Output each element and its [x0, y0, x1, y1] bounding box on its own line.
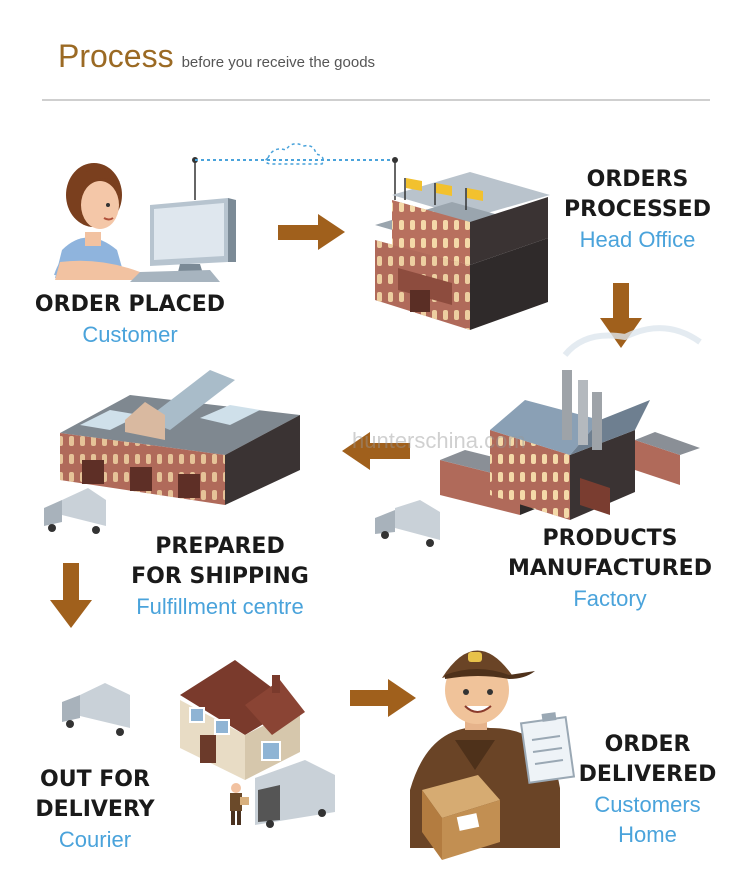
page-title: Process before you receive the goods — [58, 38, 375, 75]
step-label-line2: DELIVERY — [35, 797, 155, 822]
step-label-line2: MANUFACTURED — [508, 556, 712, 581]
step-label-line1: ORDERS — [586, 167, 689, 192]
step-sublabel-line1: Customers — [594, 792, 701, 817]
network-connection — [192, 143, 398, 200]
factory-icon — [440, 325, 702, 520]
step-products-manufactured: PRODUCTS MANUFACTURED Factory — [500, 524, 720, 614]
step-label-line1: PRODUCTS — [542, 526, 678, 551]
step-order-placed: ORDER PLACED Customer — [10, 290, 250, 350]
arrow-right-2 — [350, 679, 416, 717]
step-label: ORDER PLACED — [34, 292, 226, 317]
title-main: Process — [58, 38, 174, 74]
step-sublabel: Courier — [58, 827, 132, 852]
arrow-down-2 — [50, 563, 92, 628]
step-order-delivered: ORDER DELIVERED Customers Home — [565, 730, 730, 850]
customer-at-computer-icon — [54, 163, 236, 282]
watermark: hunterschina.com — [352, 428, 526, 453]
step-label-line2: FOR SHIPPING — [131, 564, 309, 589]
step-sublabel-line2: Home — [618, 822, 677, 847]
step-orders-processed: ORDERS PROCESSED Head Office — [540, 165, 735, 255]
arrow-right-1 — [278, 214, 345, 250]
step-prepared-for-shipping: PREPARED FOR SHIPPING Fulfillment centre — [110, 532, 330, 622]
step-label-line1: OUT FOR — [40, 767, 150, 792]
title-subtitle: before you receive the goods — [181, 54, 376, 71]
step-sublabel: Fulfillment centre — [136, 594, 304, 619]
delivery-truck-icon — [375, 500, 440, 547]
house-delivery-icon — [180, 660, 335, 828]
delivery-man-icon — [410, 650, 576, 860]
delivery-truck-icon — [62, 683, 130, 736]
step-sublabel: Customer — [82, 322, 178, 347]
step-label-line2: PROCESSED — [564, 197, 711, 222]
step-sublabel: Factory — [573, 586, 647, 611]
delivery-truck-icon — [44, 488, 106, 534]
step-sublabel: Head Office — [579, 227, 696, 252]
head-office-building-icon — [375, 172, 550, 330]
step-label-line1: ORDER — [604, 732, 691, 757]
step-label-line1: PREPARED — [155, 534, 285, 559]
arrow-down-1 — [600, 283, 642, 348]
step-out-for-delivery: OUT FOR DELIVERY Courier — [10, 765, 180, 855]
step-label-line2: DELIVERED — [578, 762, 717, 787]
header-divider — [42, 99, 710, 101]
arrow-left-1 — [342, 432, 410, 470]
warehouse-icon — [60, 370, 300, 505]
